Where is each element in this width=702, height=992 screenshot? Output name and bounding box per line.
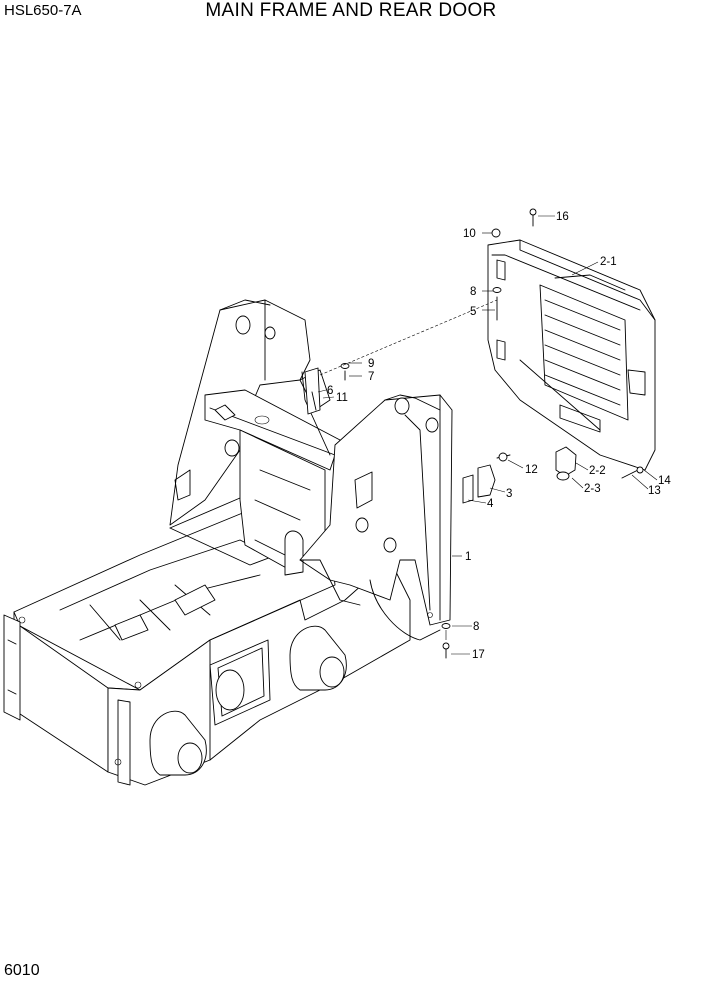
callout-17: 17: [472, 649, 485, 661]
callout-16: 16: [556, 211, 569, 223]
callout-2-2: 2-2: [589, 465, 606, 477]
callout-4: 4: [487, 498, 494, 510]
callout-10: 10: [463, 228, 476, 240]
callout-13: 13: [648, 485, 661, 497]
callout-5: 5: [470, 306, 476, 318]
callout-1: 1: [465, 551, 471, 563]
page-number: 6010: [4, 962, 40, 979]
callout-14: 14: [658, 475, 671, 487]
callout-11: 11: [336, 392, 348, 404]
callout-2-3: 2-3: [584, 483, 601, 495]
callout-6: 6: [327, 385, 333, 397]
callout-8-lower: 8: [473, 621, 479, 633]
callout-2-1: 2-1: [600, 256, 617, 268]
callout-7: 7: [368, 371, 374, 383]
rear-door-drawing: [304, 208, 656, 659]
callout-3: 3: [506, 488, 512, 500]
page-title: MAIN FRAME AND REAR DOOR: [205, 0, 497, 21]
callout-8-upper: 8: [470, 286, 476, 298]
callout-9: 9: [368, 358, 374, 370]
callout-12: 12: [525, 464, 538, 476]
model-number: HSL650-7A: [4, 2, 82, 19]
main-frame-drawing: [3, 299, 453, 786]
callout-labels: 16 10 2-1 8 5 9 7 6 11 12 2-2 14 2-3 13 …: [327, 211, 671, 661]
leader-lines: [317, 215, 658, 655]
